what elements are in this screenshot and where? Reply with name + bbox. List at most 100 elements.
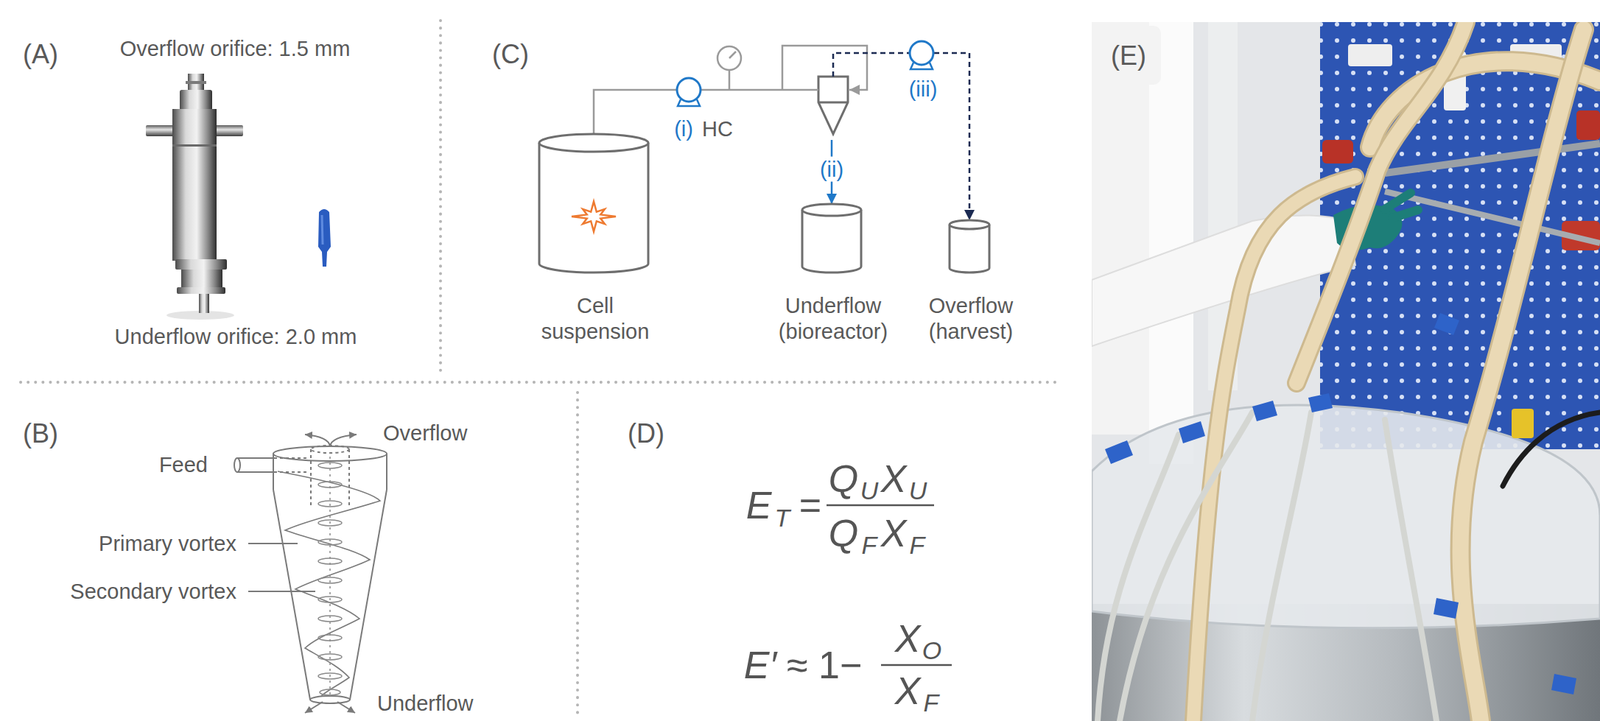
hydrocyclone-photo: [181, 269, 223, 289]
pen-cap: [321, 215, 323, 245]
equation-symbol: X: [895, 671, 921, 711]
bioreactor-photo: [1091, 22, 1600, 721]
equation-symbol: Q: [828, 514, 859, 553]
bioreactor-photo: [1193, 176, 1356, 721]
equation-subscript: O: [922, 637, 942, 663]
hydrocyclone-photo: [172, 109, 217, 261]
overflow-pump: (iii): [899, 38, 947, 103]
pump-symbol: [672, 75, 705, 108]
cyclone-schematic: [237, 471, 275, 473]
panel-letter: (E): [1110, 42, 1147, 70]
bioreactor-photo: [1104, 440, 1133, 465]
cyclone-schematic: [329, 456, 331, 697]
cyclone-schematic: [310, 445, 350, 454]
tank-symbol: [769, 202, 895, 275]
bioreactor-photo: [1097, 22, 1600, 721]
panel-letter: (E): [1110, 42, 1147, 70]
pump-label: (iii): [899, 76, 947, 103]
bioreactor-photo: [1511, 408, 1534, 439]
equation-subscript: U: [860, 478, 879, 504]
cell-symbol: [571, 201, 616, 233]
panel-letter: (D): [627, 420, 665, 448]
leader-line: [248, 590, 316, 593]
part-label: Overflow: [383, 422, 468, 445]
equation-subscript: F: [909, 532, 926, 558]
equation-subscript: F: [909, 532, 926, 558]
tank-symbol: [949, 224, 990, 273]
pen-cap: [318, 209, 331, 267]
equation-subscript: U: [909, 478, 928, 504]
equation-symbol: X: [881, 459, 907, 498]
hydrocyclone-photo: [172, 144, 217, 147]
part-label: Primary vortex: [98, 533, 237, 555]
bioreactor-photo: [1149, 22, 1194, 465]
bioreactor-tank: Underflow (bioreactor): [769, 202, 898, 345]
cyclone-schematic: [234, 434, 387, 714]
pump-label: (i): [674, 116, 694, 143]
equation-symbol: X: [881, 514, 907, 553]
panel-letter: (D): [627, 420, 665, 448]
dimension-label: Underflow orifice: 2.0 mm: [114, 326, 358, 348]
hydrocyclone-symbol: [818, 101, 848, 104]
part-label: Feed: [159, 454, 208, 476]
panel-letter: (A): [22, 41, 59, 68]
tank-symbol: [802, 209, 862, 273]
equation-symbol: X: [895, 671, 921, 711]
pump-symbol: [905, 38, 938, 71]
fraction-bar: [826, 505, 952, 666]
pump-symbol: [676, 78, 701, 102]
fraction-bar: [826, 504, 935, 507]
label-group: Underflow (bioreactor): [769, 293, 898, 345]
part-label: Overflow: [383, 422, 468, 445]
bioreactor-photo: [1434, 313, 1460, 336]
tank-label: Underflow (bioreactor): [769, 293, 898, 345]
panel-letter: (C): [492, 41, 529, 68]
equation-symbol: Q: [828, 459, 859, 498]
tank-label: Cell suspension: [531, 293, 660, 345]
dimension-label: Underflow orifice: 2.0 mm: [114, 326, 358, 348]
bioreactor-photo: [1252, 412, 1312, 721]
harvest-tank: Overflow (harvest): [906, 218, 1035, 345]
dimension-label: Overflow orifice: 1.5 mm: [120, 38, 351, 60]
feed-pump: (i) HC: [662, 75, 745, 143]
bioreactor-photo: [1096, 25, 1161, 85]
part-label: Underflow: [377, 693, 474, 715]
tank-symbol: [539, 134, 649, 152]
bioreactor-photo: [1348, 44, 1393, 67]
equation-symbol: X: [895, 619, 921, 658]
bioreactor-photo: [1384, 419, 1437, 721]
hydrocyclone-photo: [175, 259, 227, 270]
part-label: Primary vortex: [98, 533, 237, 555]
hydrocyclone-photo: [185, 81, 207, 84]
hydrocyclone-symbol: [818, 76, 848, 135]
bioreactor-photo: [1091, 22, 1600, 721]
bioreactor-photo: [1460, 29, 1584, 721]
callout-number: (ii): [819, 156, 844, 182]
tank-symbol: [539, 142, 649, 273]
tank-symbol: [802, 204, 862, 216]
pen-cap: [318, 209, 331, 267]
pump-label: HC: [702, 116, 733, 143]
flow-line: [934, 53, 970, 221]
cyclone-schematic: [273, 489, 311, 700]
part-label: Feed: [159, 454, 208, 476]
equation-operator: =: [799, 486, 822, 525]
equation-symbol: X: [881, 459, 907, 498]
overflow-line: [833, 53, 911, 77]
bioreactor-photo: [1178, 421, 1206, 444]
equation-symbol: E: [746, 486, 773, 525]
equation-subscript: F: [861, 532, 878, 558]
hydrocyclone-photo: [198, 293, 210, 314]
bioreactor-photo: [1308, 393, 1333, 413]
equation-operator: ≈ 1−: [786, 646, 862, 685]
equation-symbol: X: [895, 619, 921, 658]
cyclone-schematic: [234, 458, 241, 473]
pressure-gauge: [728, 69, 731, 90]
bioreactor-photo: [1576, 110, 1600, 140]
equation-operator: =: [799, 486, 822, 525]
part-label: Secondary vortex: [69, 581, 237, 603]
equation-subscript: T: [774, 505, 791, 531]
hydrocyclone-photo: [179, 89, 213, 111]
